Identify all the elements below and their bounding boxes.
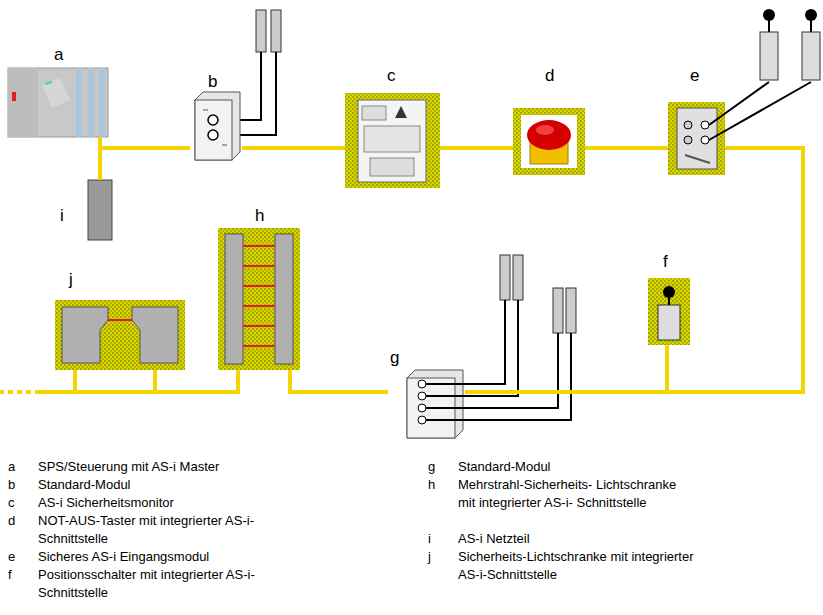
- callout-letter: g: [390, 348, 399, 368]
- callout-letter: c: [8, 494, 32, 512]
- legend-text: AS-i Sicherheitsmonitor: [38, 494, 288, 512]
- legend-text: Sicherheits-Lichtschranke mit integriert…: [458, 548, 694, 584]
- callout-letter: i: [428, 530, 452, 548]
- asi-bus-cable: [465, 345, 667, 392]
- asi-bus-cable: [667, 148, 803, 392]
- callout-letter: a: [54, 45, 63, 65]
- device-node: i: [55, 180, 112, 240]
- standard-module: [407, 255, 576, 438]
- legend-text: Mehrstrahl-Sicherheits- Lichtschranke mi…: [458, 476, 694, 512]
- callout-letter: d: [8, 512, 32, 530]
- position-switch: [648, 278, 690, 345]
- device-node: g: [388, 348, 465, 440]
- device-node: d: [513, 66, 585, 176]
- callout-letter: j: [428, 548, 452, 566]
- legend-text: Positionsschalter mit integrierter AS-i-…: [38, 566, 268, 602]
- asi-bus-cable: [100, 137, 190, 148]
- device-node: j: [55, 270, 185, 370]
- asi-bus-cable: [290, 370, 388, 392]
- plc-picture: [8, 68, 108, 137]
- device-node: f: [648, 252, 690, 345]
- asi-bus-cable: [155, 370, 238, 392]
- safe-input-module: [668, 9, 820, 175]
- legend-text: Standard-Modul: [38, 476, 288, 494]
- legend-text: SPS/Steuerung mit AS-i Master: [38, 458, 288, 476]
- asi-bus-cable: [242, 146, 345, 150]
- callout-letter: g: [428, 458, 452, 476]
- callout-letter: b: [8, 476, 32, 494]
- power-supply: [88, 180, 112, 240]
- legend-text: AS-i Netzteil: [458, 530, 708, 548]
- device-node: b: [190, 72, 242, 162]
- callout-letter: d: [545, 66, 554, 86]
- asi-bus-cable: [585, 146, 668, 150]
- callout-letter: c: [387, 66, 396, 86]
- device-node: h: [218, 206, 300, 370]
- callout-letter: e: [8, 548, 32, 566]
- callout-letter: a: [8, 458, 32, 476]
- safety-monitor: [345, 93, 440, 188]
- legend-text: NOT-AUS-Taster mit integrierter AS-i-Sch…: [38, 512, 268, 548]
- multibeam-light-curtain: [218, 228, 300, 370]
- device-node: e: [668, 66, 725, 176]
- legend-text: Standard-Modul: [458, 458, 708, 476]
- callout-letter: e: [690, 66, 699, 86]
- callout-letter: j: [69, 270, 73, 290]
- legend-text: Sicheres AS-i Eingangsmodul: [38, 548, 288, 566]
- device-node: c: [345, 66, 440, 188]
- device-node: a: [8, 45, 112, 137]
- asi-bus-extension: [0, 370, 155, 392]
- asi-bus-cable: [440, 146, 513, 150]
- callout-letter: h: [255, 206, 264, 226]
- callout-letter: f: [663, 252, 668, 272]
- callout-letter: f: [8, 566, 32, 584]
- standard-module: [195, 10, 281, 160]
- callout-letter: b: [208, 72, 217, 92]
- callout-letter: h: [428, 476, 452, 494]
- emergency-stop: [513, 108, 585, 175]
- light-curtain: [55, 300, 185, 370]
- callout-letter: i: [60, 206, 64, 226]
